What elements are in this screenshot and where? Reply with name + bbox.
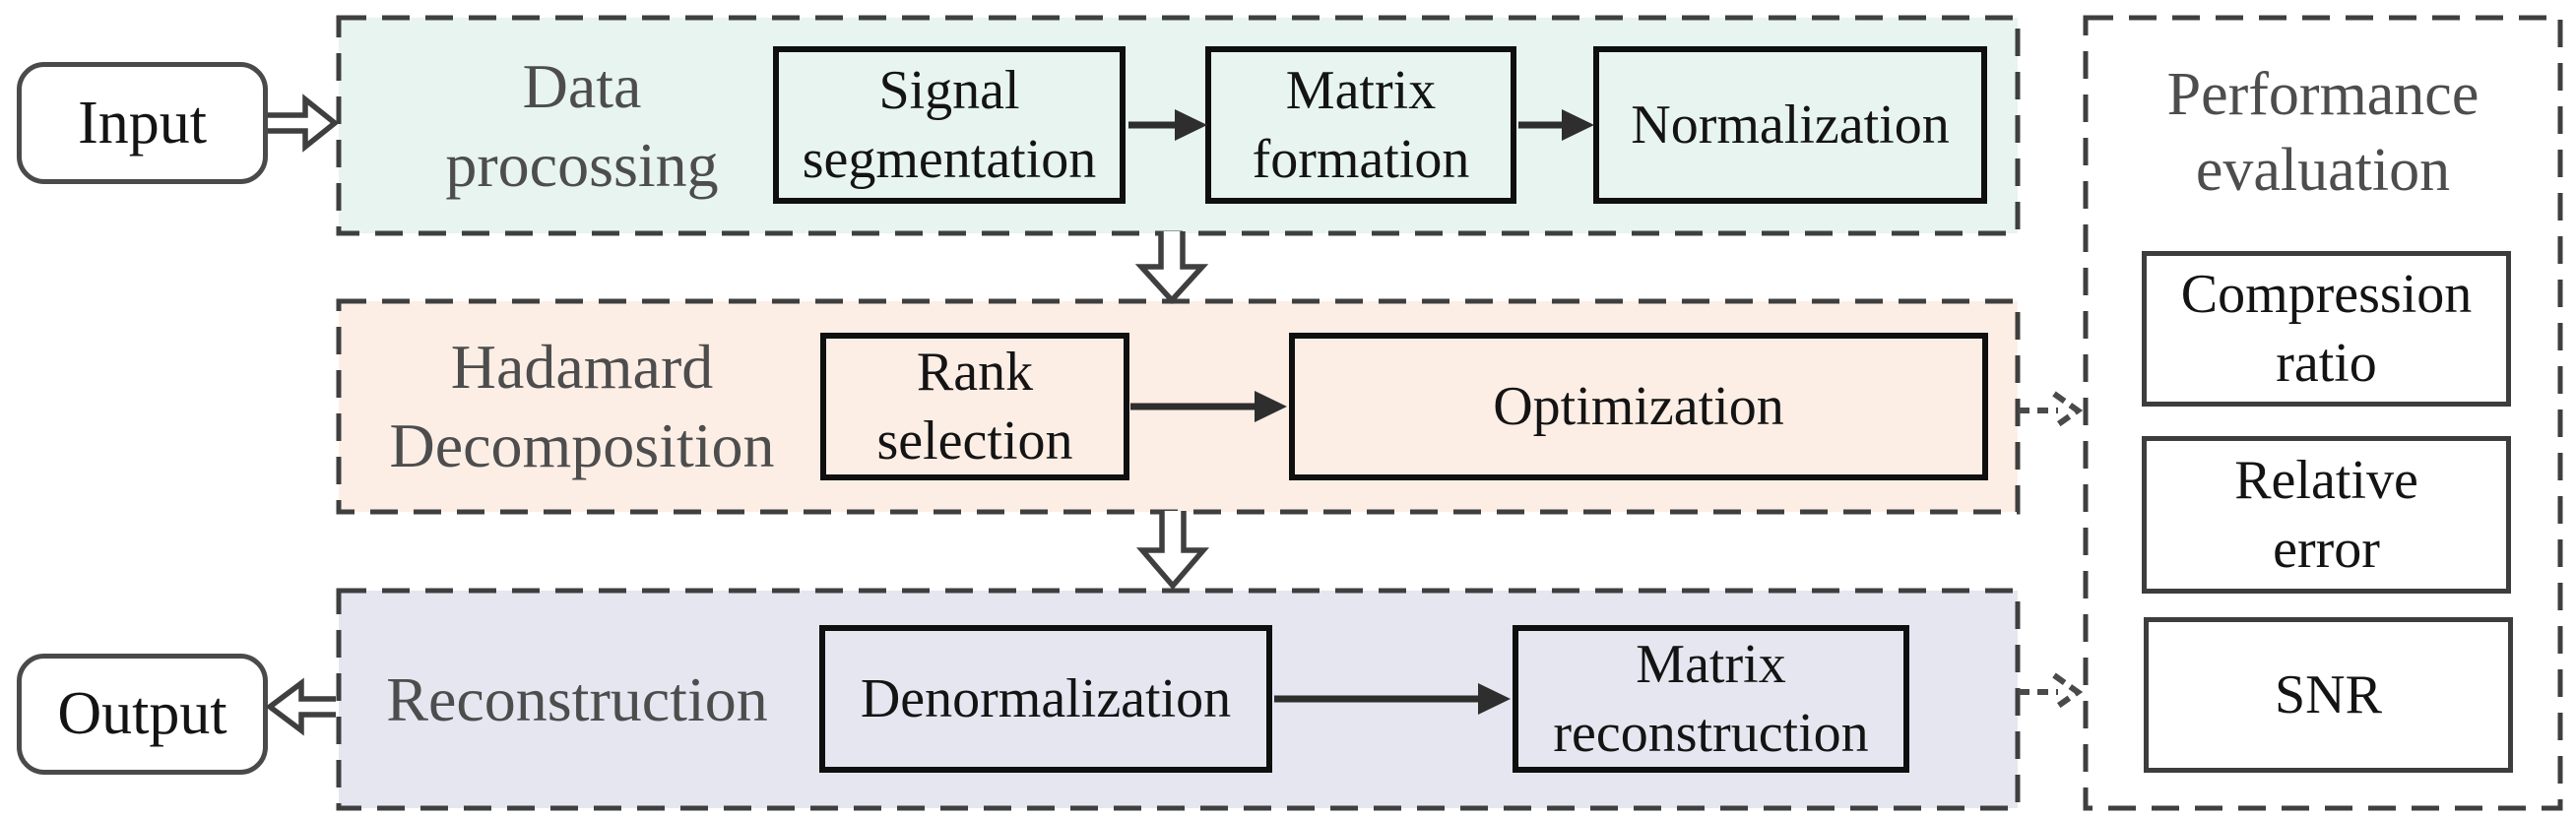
hadamard-decomposition-label: Hadamard Decomposition bbox=[389, 332, 775, 480]
dashed-arrow-hadamard-to-performance bbox=[2019, 391, 2084, 430]
down-arrow-hadamard-to-reconstruction bbox=[1136, 511, 1209, 591]
normalization-box: Normalization bbox=[1593, 46, 1987, 204]
rank-selection-box: Rank selection bbox=[820, 333, 1129, 480]
signal-segmentation-box: Signal segmentation bbox=[773, 46, 1126, 204]
reconstruction-panel: Reconstruction Denormalization Matrix re… bbox=[336, 588, 2021, 811]
dashed-arrow-reconstruction-to-performance bbox=[2019, 672, 2084, 712]
optimization-box: Optimization bbox=[1289, 333, 1988, 480]
output-node: Output bbox=[17, 654, 268, 775]
data-processing-panel: Data procossing Signal segmentation Matr… bbox=[336, 15, 2021, 236]
reconstruction-label: Reconstruction bbox=[386, 663, 768, 734]
hadamard-decomposition-panel: Hadamard Decomposition Rank selection Op… bbox=[336, 298, 2021, 515]
data-processing-label: Data procossing bbox=[445, 50, 719, 200]
matrix-formation-box: Matrix formation bbox=[1205, 46, 1516, 204]
down-arrow-dp-to-hadamard bbox=[1134, 231, 1209, 305]
input-arrow bbox=[268, 94, 340, 153]
output-label: Output bbox=[57, 680, 227, 747]
input-label: Input bbox=[78, 89, 207, 157]
compression-ratio-box: Compression ratio bbox=[2142, 251, 2511, 407]
performance-evaluation-panel: Performance evaluation Compression ratio… bbox=[2083, 15, 2563, 811]
relative-error-box: Relative error bbox=[2142, 436, 2511, 594]
performance-evaluation-label: Performance evaluation bbox=[2166, 60, 2479, 205]
snr-box: SNR bbox=[2144, 617, 2513, 773]
denormalization-box: Denormalization bbox=[819, 625, 1272, 773]
input-node: Input bbox=[17, 62, 268, 184]
matrix-reconstruction-box: Matrix reconstruction bbox=[1513, 625, 1909, 773]
output-arrow bbox=[265, 677, 336, 736]
